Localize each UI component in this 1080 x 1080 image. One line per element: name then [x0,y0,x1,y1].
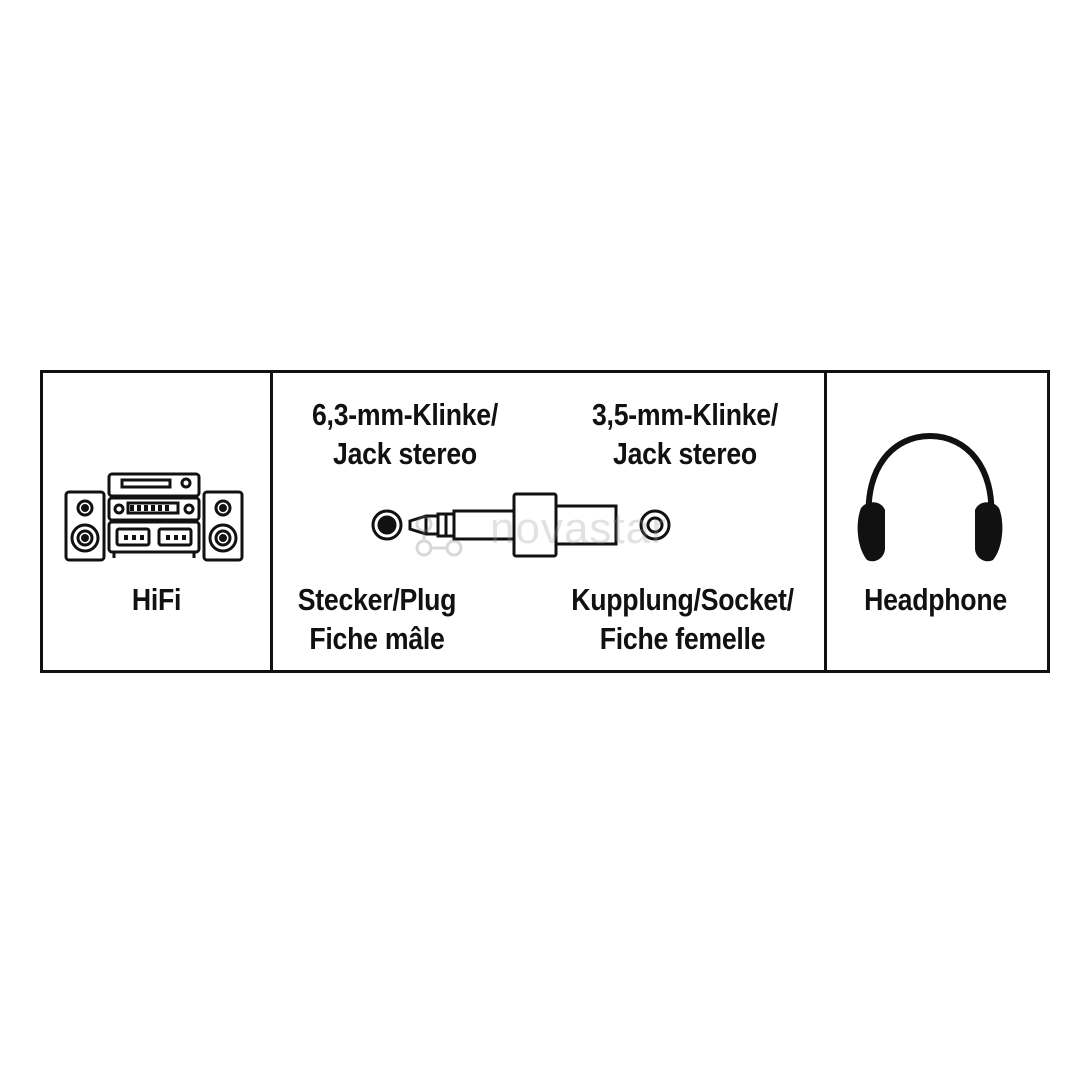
hifi-label: HiFi [131,582,182,617]
connection-diagram [40,370,1050,673]
divider-left [270,373,273,670]
socket-name-label: Kupplung/Socket/ Fiche femelle [571,582,794,656]
watermark-logo-icon [415,515,463,557]
plug-name-label: Stecker/Plug Fiche mâle [297,582,457,656]
hifi-stereo-system-icon [64,472,244,562]
headphone-label: Headphone [864,582,1007,617]
socket-spec-label: 3,5-mm-Klinke/ Jack stereo [591,397,779,471]
jack-adapter-icon [371,492,671,558]
watermark-text: novastar [490,504,667,553]
headphone-icon [857,432,1003,562]
watermark: novastar [410,504,710,560]
plug-spec-label: 6,3-mm-Klinke/ Jack stereo [311,397,499,471]
divider-right [824,373,827,670]
